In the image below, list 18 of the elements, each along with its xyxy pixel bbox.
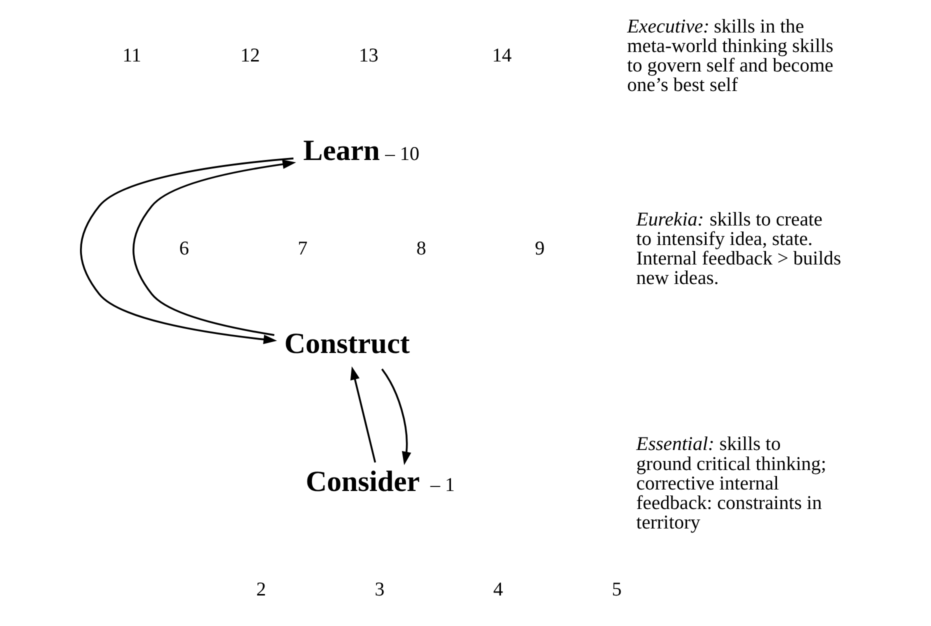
label: 3	[374, 580, 385, 601]
label: Eurekia: skills to create to intensify idea, state. Internal feedback > builds new ideas.	[636, 209, 842, 290]
label: 11	[122, 46, 142, 67]
label: 14	[492, 46, 512, 67]
node-text: Learn – 10	[303, 134, 420, 167]
label: 9	[534, 238, 545, 260]
label: 6	[179, 238, 190, 260]
label: 7	[298, 238, 308, 260]
label: 4	[493, 580, 504, 601]
node-text: Consider – 1	[306, 466, 455, 498]
label: Executive: skills in the meta-world thinking skills to govern self and become one’s best self	[627, 16, 834, 96]
label: 13	[358, 46, 378, 67]
label: 5	[612, 580, 622, 601]
node-text: Construct	[284, 328, 410, 360]
label: 12	[240, 46, 260, 67]
label: Essential: skills to ground critical thinking; corrective internal feedback: constraints in territory	[636, 434, 826, 534]
label: 2	[256, 580, 266, 601]
label: 8	[416, 238, 426, 260]
